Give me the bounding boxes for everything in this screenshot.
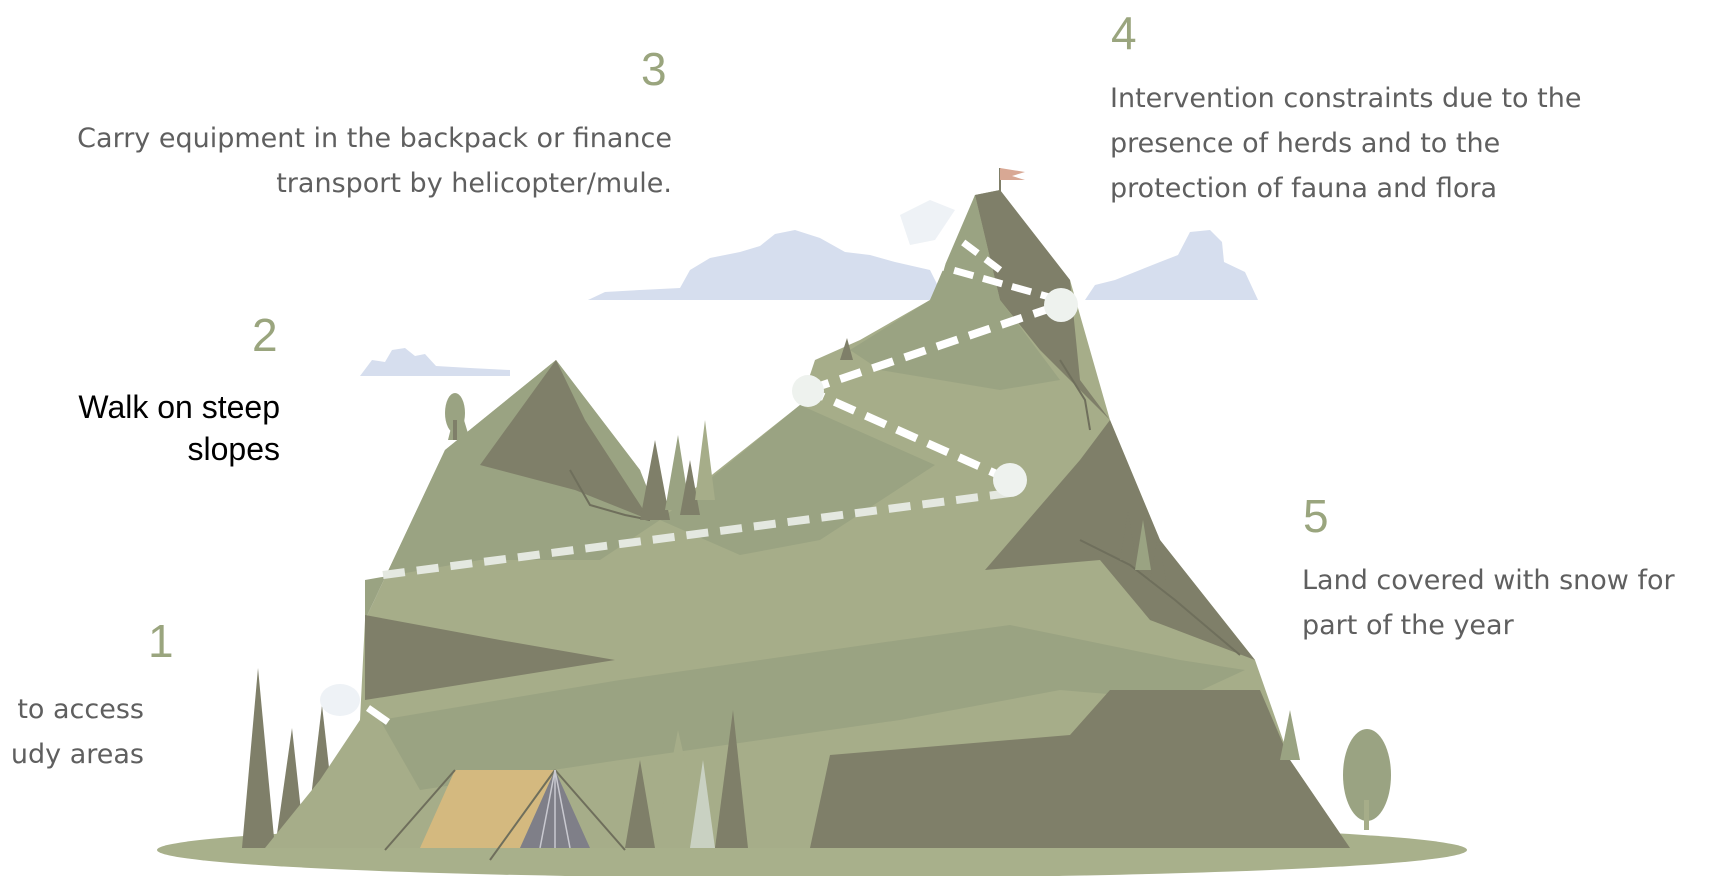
step-5-number: 5 — [1303, 490, 1329, 542]
step-2-number: 2 — [252, 309, 278, 361]
step-3-number: 3 — [641, 43, 667, 95]
cloud-center — [588, 230, 945, 300]
trail-waypoint — [1044, 288, 1078, 322]
snow-caps — [320, 200, 955, 716]
bushes — [445, 393, 1391, 830]
tent — [384, 769, 626, 861]
trail-waypoint — [792, 375, 824, 407]
summit-flag — [999, 168, 1025, 198]
cloud-left — [360, 348, 510, 376]
cloud-right — [1085, 230, 1258, 300]
clouds — [360, 230, 1258, 376]
trees-middle — [625, 338, 1300, 848]
cloud-center-small — [588, 290, 645, 300]
step-4-number: 4 — [1111, 7, 1137, 59]
trail — [365, 237, 1078, 725]
step-3-text: Carry equipment in the backpack or finan… — [77, 123, 672, 199]
trail-waypoint — [993, 463, 1027, 497]
step-5-text: Land covered with snow for part of the y… — [1302, 565, 1675, 641]
step-1-number: 1 — [148, 615, 174, 667]
step-4-text: Intervention constraints due to the pres… — [1110, 83, 1582, 204]
step-1-text: to access udy areas — [10, 694, 144, 770]
step-2-text: Walk on steep slopes — [78, 389, 280, 467]
